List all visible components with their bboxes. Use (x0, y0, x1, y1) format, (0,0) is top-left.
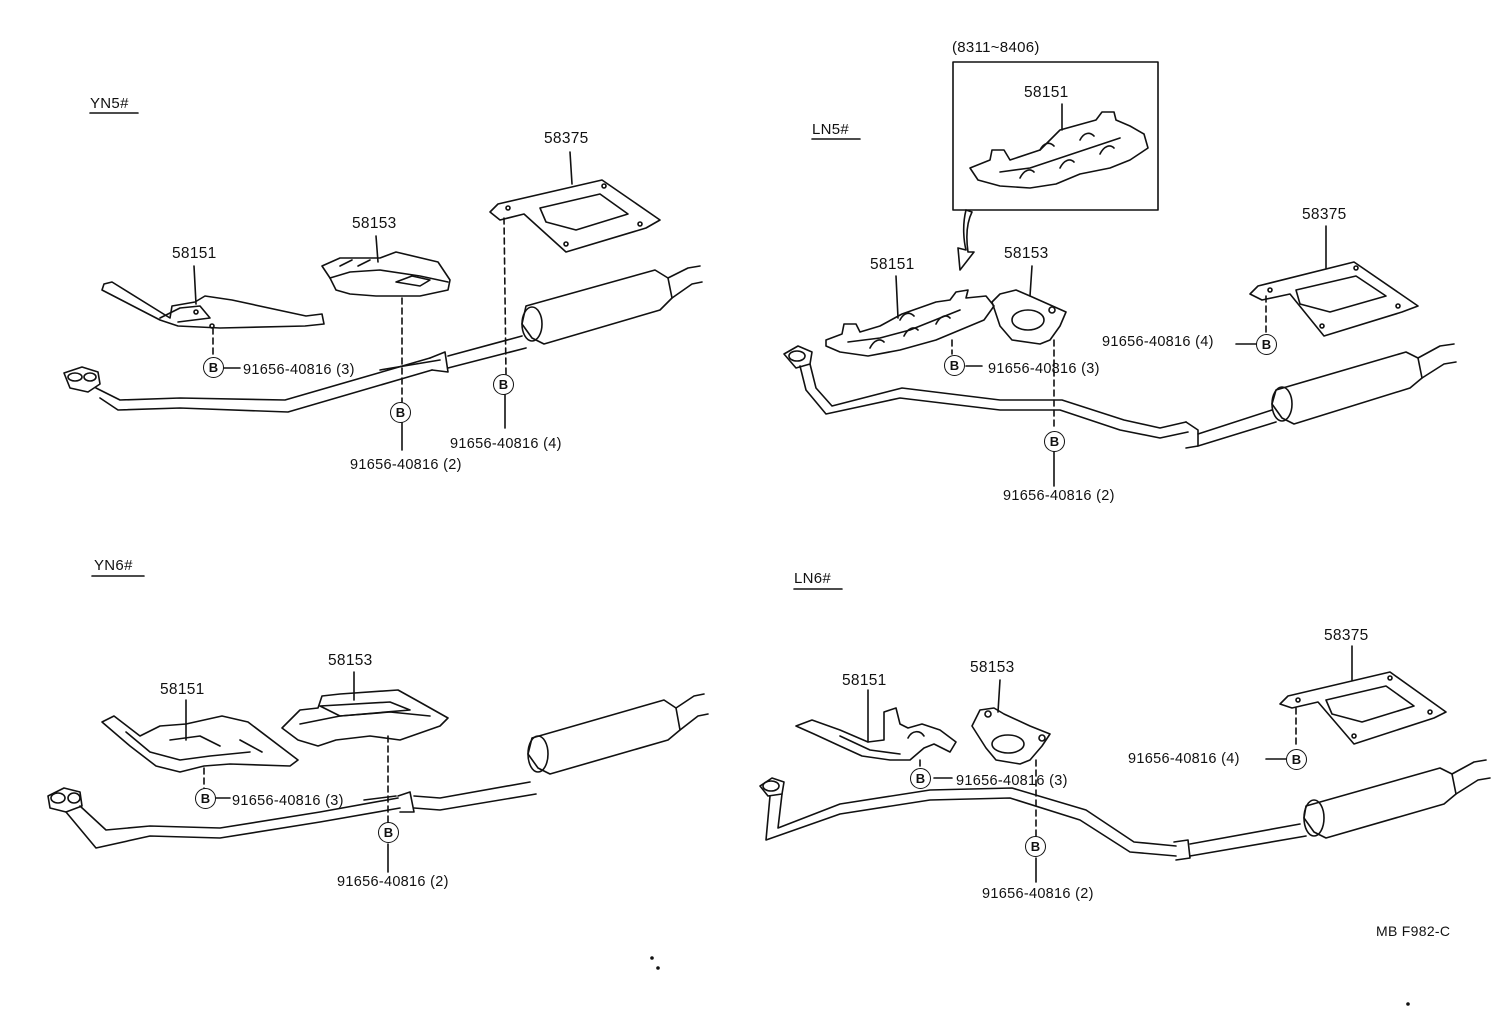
part-number-58153-yn6: 58153 (328, 652, 373, 669)
scan-speck (650, 956, 654, 960)
heat-insulator-58375-yn5 (489, 151, 661, 429)
bolt-callout-b: B (1286, 749, 1307, 770)
bolt-callout-b: B (493, 374, 514, 395)
heat-insulator-58153-yn5 (321, 235, 451, 451)
part-number-58153-ln6: 58153 (970, 659, 1015, 676)
part-number-58375-ln6: 58375 (1324, 627, 1369, 644)
bolt-callout-b: B (390, 402, 411, 423)
bolt-callout-b: B (1025, 836, 1046, 857)
part-number-58153-yn5: 58153 (352, 215, 397, 232)
exhaust-pipe-ln5 (783, 343, 1457, 449)
bolt-ref-yn5-2: 91656-40816 (2) (350, 457, 462, 473)
part-number-58151-ln5: 58151 (870, 256, 915, 273)
bolt-ref-ln5-4: 91656-40816 (4) (1102, 334, 1214, 350)
exhaust-pipe-yn5 (63, 265, 703, 413)
scan-speck (656, 966, 660, 970)
variant-label-yn5: YN5# (90, 95, 129, 112)
heat-insulator-58151-ln6 (795, 689, 957, 771)
part-number-58151-yn6: 58151 (160, 681, 205, 698)
panel-yn6-drawing (47, 575, 709, 873)
bolt-ref-ln6-4: 91656-40816 (4) (1128, 751, 1240, 767)
heat-insulator-58153-ln6 (971, 679, 1051, 883)
bolt-ref-yn5-4: 91656-40816 (4) (450, 436, 562, 452)
heat-insulator-58151-yn6 (101, 699, 299, 791)
bolt-ref-ln5-2: 91656-40816 (2) (1003, 488, 1115, 504)
figure-code: MB F982-C (1376, 923, 1451, 939)
variant-label-ln6: LN6# (794, 570, 832, 587)
inset-arrow (957, 209, 975, 271)
part-number-58151-ln6: 58151 (842, 672, 887, 689)
part-number-58153-ln5: 58153 (1004, 245, 1049, 262)
panel-ln5-drawing (783, 61, 1457, 487)
bolt-callout-b: B (944, 355, 965, 376)
part-number-58151-inset: 58151 (1024, 84, 1069, 101)
bolt-callout-b: B (1044, 431, 1065, 452)
bolt-callout-b: B (1256, 334, 1277, 355)
inset-box (952, 61, 1159, 211)
bolt-ref-yn6-3: 91656-40816 (3) (232, 793, 344, 809)
part-number-58151-yn5: 58151 (172, 245, 217, 262)
bolt-ref-ln6-2: 91656-40816 (2) (982, 886, 1094, 902)
part-number-58375-ln5: 58375 (1302, 206, 1347, 223)
heat-insulator-58151-yn5 (101, 265, 325, 355)
heat-insulator-58153-yn6 (281, 671, 449, 873)
heat-insulator-58151-ln5 (825, 275, 995, 357)
heat-insulator-58153-ln5 (991, 265, 1067, 487)
scan-speck (1406, 1002, 1410, 1006)
bolt-callout-b: B (378, 822, 399, 843)
bolt-ref-yn6-2: 91656-40816 (2) (337, 874, 449, 890)
exhaust-pipe-ln6 (759, 759, 1491, 861)
heat-insulator-58375-ln6 (1279, 645, 1447, 749)
inset-date-range: (8311~8406) (952, 39, 1040, 56)
bolt-ref-yn5-3: 91656-40816 (3) (243, 362, 355, 378)
bolt-callout-b: B (203, 357, 224, 378)
bolt-ref-ln5-3: 91656-40816 (3) (988, 361, 1100, 377)
part-number-58375-yn5: 58375 (544, 130, 589, 147)
bolt-callout-b: B (195, 788, 216, 809)
panel-yn5-drawing (63, 112, 703, 451)
variant-label-ln5: LN5# (812, 121, 850, 138)
variant-label-yn6: YN6# (94, 557, 133, 574)
bolt-callout-b: B (910, 768, 931, 789)
inset-heat-insulator-58151 (969, 103, 1149, 189)
bolt-ref-ln6-3: 91656-40816 (3) (956, 773, 1068, 789)
panel-ln6-drawing (759, 588, 1491, 883)
exhaust-pipe-yn6 (47, 693, 709, 849)
heat-insulator-58375-ln5 (1249, 225, 1419, 337)
